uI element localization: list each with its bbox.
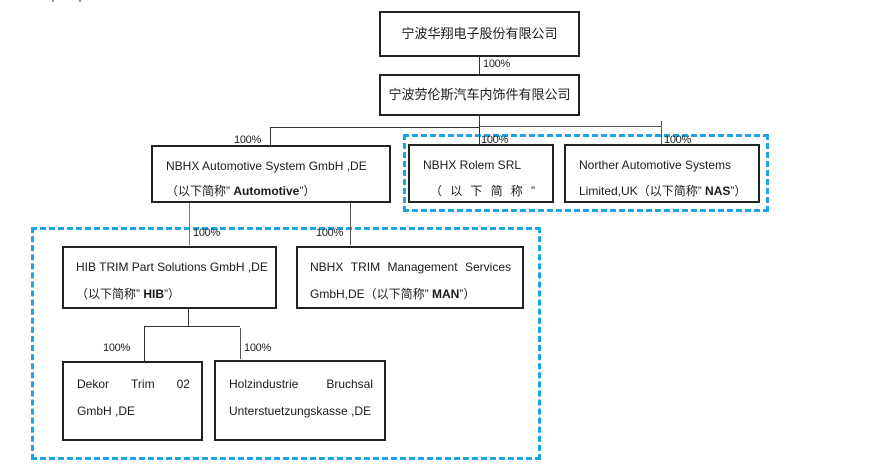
abbreviation: HIB (143, 287, 165, 301)
connector (661, 121, 662, 145)
ownership-label: 100% (481, 134, 508, 146)
connector (188, 309, 189, 326)
node-label: GmbH ,DE (77, 404, 136, 418)
ownership-label: 100% (664, 134, 691, 146)
connector (270, 127, 271, 145)
node-label: NBHX Automotive System GmbH ,DE (166, 159, 367, 173)
connector (144, 326, 240, 327)
node-hib: HIB TRIM Part Solutions GmbH ,DE （以下简称” … (62, 246, 277, 309)
node-label: Limited,UK（以下简称” NAS”） (579, 184, 747, 198)
group-outline-overseas (403, 134, 769, 212)
node-label: HIB TRIM Part Solutions GmbH ,DE (76, 260, 268, 274)
node-label: 宁波劳伦斯汽车内饰件有限公司 (388, 87, 571, 102)
node-label: Dekor Trim 02 (77, 377, 190, 391)
connector (270, 127, 480, 128)
abbreviation: MAN (432, 287, 460, 301)
connector (350, 203, 351, 245)
node-subsidiary: 宁波劳伦斯汽车内饰件有限公司 (379, 74, 580, 116)
node-label: （ 以 下 简 称 ” (430, 184, 535, 198)
connector (480, 126, 662, 127)
node-man: NBHX TRIM Management Services GmbH,DE（以下… (296, 246, 524, 309)
group-outline-automotive-subs (31, 227, 541, 460)
node-label: NBHX TRIM Management Services (310, 260, 511, 274)
ownership-label: 100% (193, 227, 220, 239)
cropped-mark (79, 0, 81, 2)
connector (240, 328, 241, 359)
abbreviation: Automotive (233, 184, 300, 198)
node-label: （以下简称” Automotive”） (166, 184, 316, 198)
connector (189, 203, 190, 245)
connector (479, 116, 480, 146)
abbreviation: NAS (705, 184, 731, 198)
ownership-label: 100% (234, 134, 261, 146)
node-label: Norther Automotive Systems (579, 158, 732, 172)
node-label: （以下简称” HIB”） (76, 287, 181, 301)
node-label: NBHX Rolem SRL (423, 158, 522, 172)
node-dekor: Dekor Trim 02 GmbH ,DE (62, 361, 203, 441)
node-label: Unterstuetzungskasse ,DE (229, 404, 372, 418)
node-label: Holzindustrie Bruchsal (229, 377, 373, 391)
node-label: GmbH,DE（以下简称” MAN”） (310, 287, 476, 301)
cropped-mark (52, 0, 54, 2)
node-rolem: NBHX Rolem SRL （ 以 下 简 称 ” (408, 144, 554, 203)
ownership-label: 100% (244, 342, 271, 354)
ownership-label: 100% (483, 58, 510, 70)
node-automotive: NBHX Automotive System GmbH ,DE （以下简称” A… (151, 145, 391, 203)
connector (479, 57, 480, 75)
connector (144, 326, 145, 361)
node-parent-company: 宁波华翔电子股份有限公司 (379, 11, 580, 57)
node-holz: Holzindustrie Bruchsal Unterstuetzungska… (214, 360, 386, 441)
ownership-label: 100% (316, 227, 343, 239)
ownership-label: 100% (103, 342, 130, 354)
node-nas: Norther Automotive Systems Limited,UK（以下… (564, 144, 760, 203)
node-label: 宁波华翔电子股份有限公司 (401, 26, 558, 41)
